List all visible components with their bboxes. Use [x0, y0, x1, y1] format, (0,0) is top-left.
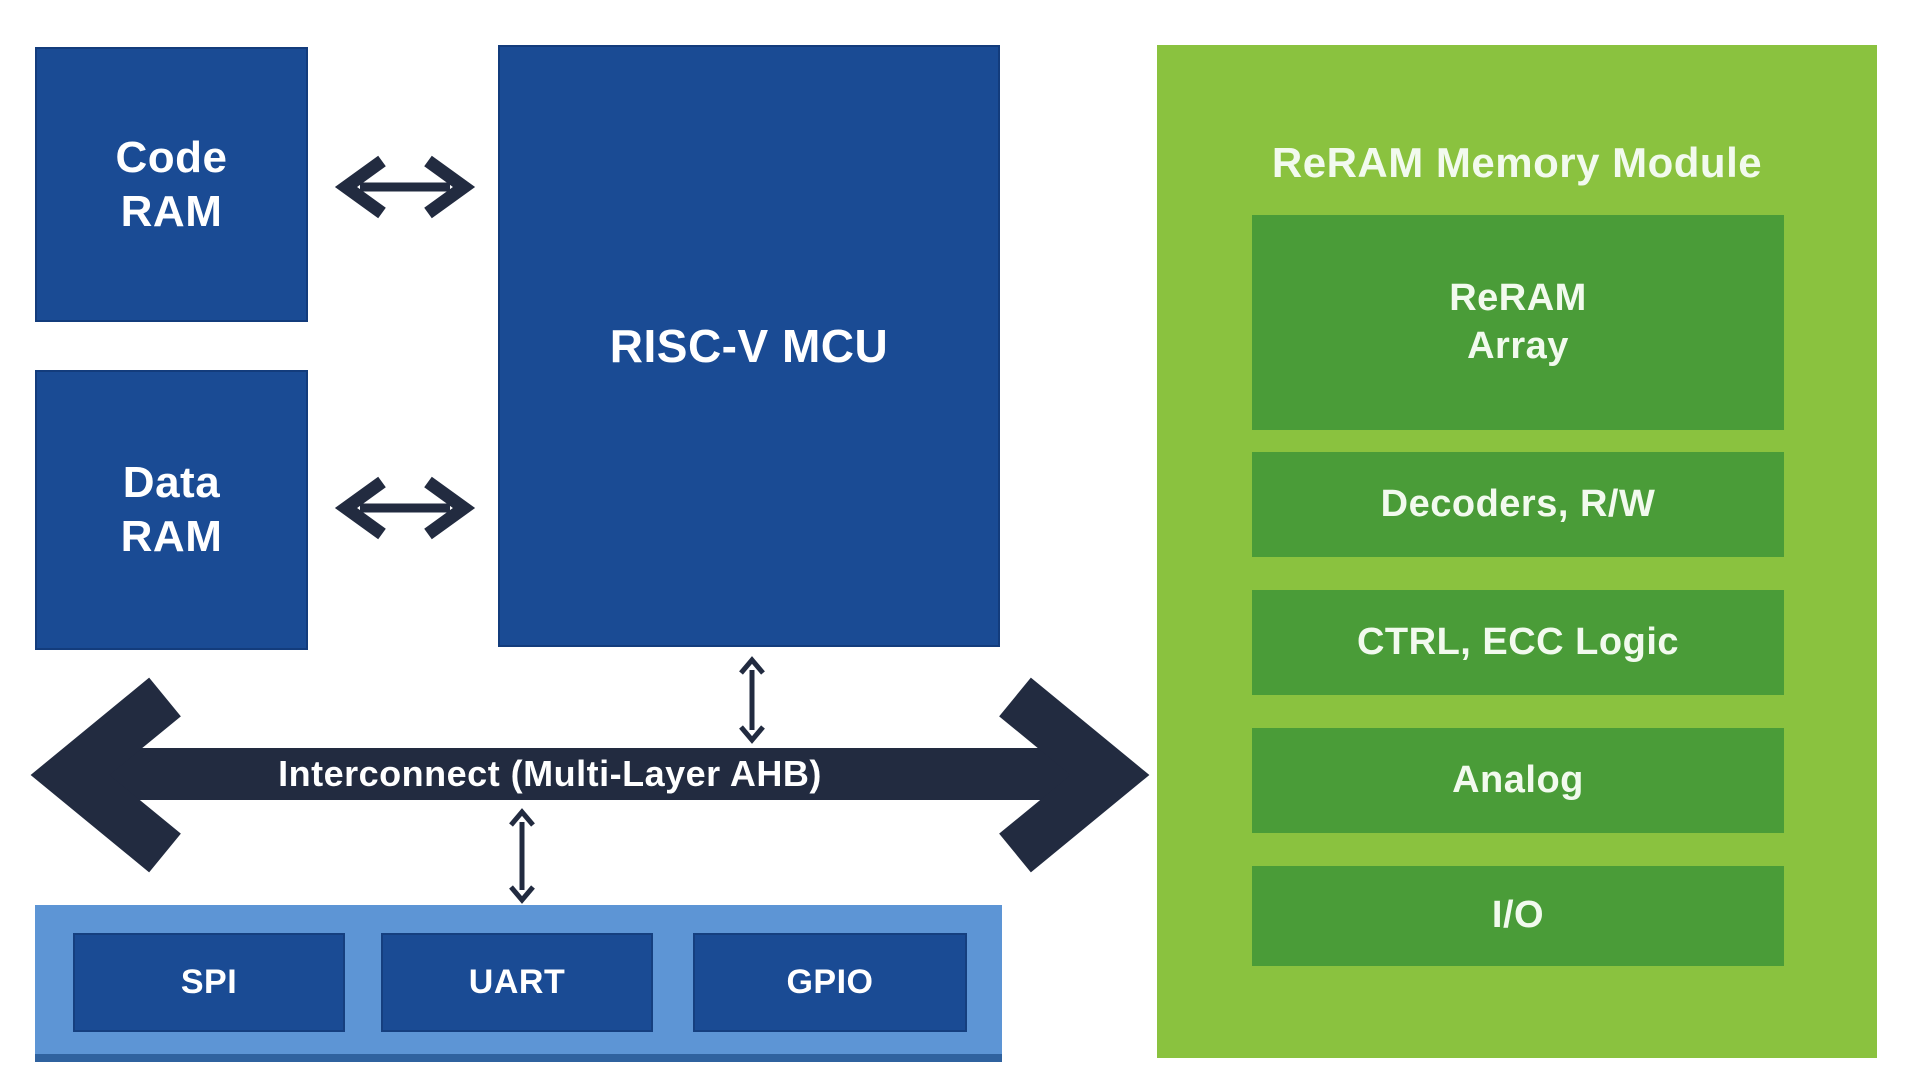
mcu-bus-arrow-icon	[739, 656, 765, 744]
reram-array-label: ReRAM Array	[1449, 277, 1587, 367]
risc-v-mcu-block: RISC-V MCU	[498, 45, 1000, 647]
interconnect-right-arrowhead-icon	[999, 677, 1150, 873]
gpio-label: GPIO	[786, 963, 874, 1001]
uart-label: UART	[468, 963, 566, 1001]
interconnect-label: Interconnect (Multi-Layer AHB)	[278, 753, 822, 794]
analog-label: Analog	[1452, 758, 1584, 801]
bus-peripherals-arrow-icon	[509, 808, 535, 904]
analog-block: Analog	[1252, 728, 1784, 833]
reram-module-title: ReRAM Memory Module	[1271, 139, 1763, 186]
reram-memory-module: ReRAM Memory Module ReRAM Array Decoders…	[1157, 45, 1877, 1058]
io-label: I/O	[1491, 894, 1545, 937]
ctrl-ecc-logic-label: CTRL, ECC Logic	[1356, 620, 1680, 663]
reram-array-block: ReRAM Array	[1252, 215, 1784, 430]
code-ram-block: Code RAM	[35, 47, 308, 322]
spi-block: SPI	[73, 933, 345, 1032]
data-ram-block: Data RAM	[35, 370, 308, 650]
spi-label: SPI	[180, 963, 238, 1001]
data-ram-label: Data RAM	[120, 458, 223, 561]
decoders-rw-label: Decoders, R/W	[1380, 482, 1656, 525]
data-ram-mcu-arrow-icon	[334, 476, 476, 540]
uart-block: UART	[381, 933, 653, 1032]
gpio-block: GPIO	[693, 933, 967, 1032]
io-block: I/O	[1252, 866, 1784, 966]
ctrl-ecc-logic-block: CTRL, ECC Logic	[1252, 590, 1784, 695]
code-ram-label: Code RAM	[115, 132, 228, 236]
code-ram-mcu-arrow-icon	[334, 155, 476, 219]
peripherals-container: SPI UART GPIO	[35, 905, 1002, 1062]
risc-v-mcu-label: RISC-V MCU	[609, 320, 889, 372]
decoders-rw-block: Decoders, R/W	[1252, 452, 1784, 557]
